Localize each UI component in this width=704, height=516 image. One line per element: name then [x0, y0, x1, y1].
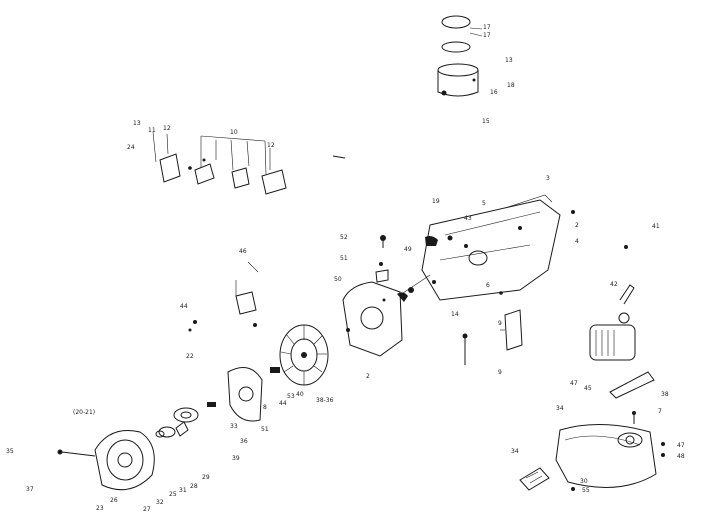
part-label: 46 — [239, 248, 247, 255]
starter-housing — [94, 430, 155, 491]
air-filter-cover — [500, 309, 523, 351]
part-label: 44 — [180, 303, 188, 310]
part-label: 15 — [482, 118, 490, 125]
part-label: 18 — [507, 82, 515, 89]
part-label: 26 — [110, 497, 118, 504]
ignition-module — [188, 261, 259, 332]
part-label: 2 — [366, 373, 370, 380]
piston-ring-top — [441, 15, 471, 53]
part-label: 43 — [464, 215, 472, 222]
part-label: 51 — [261, 426, 269, 433]
part-label: (20-21) — [73, 409, 95, 416]
part-label: 44 — [279, 400, 287, 407]
recoil-pawls — [175, 402, 216, 437]
muffler-bracket — [609, 371, 655, 399]
part-label: 13 — [505, 57, 513, 64]
part-label: 36 — [240, 438, 248, 445]
part-label: 45 — [584, 385, 592, 392]
part-label: 17 — [483, 32, 491, 39]
cylinder-muffler — [589, 284, 636, 361]
part-label: 33 — [230, 423, 238, 430]
part-label: 22 — [186, 353, 194, 360]
part-label: 12 — [267, 142, 275, 149]
part-label: 38-36 — [316, 397, 334, 404]
fuel-tank — [555, 424, 657, 488]
part-label: 38 — [661, 391, 669, 398]
reed-valve-assembly — [152, 131, 287, 195]
part-label: 42 — [610, 281, 618, 288]
part-label: 34 — [511, 448, 519, 455]
part-label: 39 — [232, 455, 240, 462]
part-label: 3 — [546, 175, 550, 182]
part-label: 47 — [677, 442, 685, 449]
part-label: 41 — [652, 223, 660, 230]
part-label: 12 — [163, 125, 171, 132]
flywheel — [279, 324, 329, 386]
part-label: 34 — [556, 405, 564, 412]
part-label: 32 — [156, 499, 164, 506]
part-label: 37 — [26, 486, 34, 493]
piston — [437, 63, 479, 97]
part-label: 10 — [230, 129, 238, 136]
part-label: 52 — [340, 234, 348, 241]
part-label: 23 — [96, 505, 104, 512]
part-label: 6 — [486, 282, 490, 289]
part-labels: 17 17 13 18 16 15 13 11 12 10 12 24 3 19… — [6, 24, 685, 513]
part-label: 19 — [432, 198, 440, 205]
part-label: 9 — [498, 320, 502, 327]
starter-handle — [57, 449, 96, 457]
part-label: 11 — [148, 127, 156, 134]
part-label: 5 — [482, 200, 486, 207]
part-label: 4 — [575, 238, 579, 245]
part-label: 47 — [570, 380, 578, 387]
part-label: 28 — [190, 483, 198, 490]
starter-pulley — [173, 407, 199, 423]
part-label: 2 — [575, 222, 579, 229]
part-label: 13 — [133, 120, 141, 127]
starter-spring — [155, 426, 176, 438]
part-label: 30 — [580, 478, 588, 485]
part-label: 8 — [263, 404, 267, 411]
part-label: 35 — [6, 448, 14, 455]
crankcase-gasket — [342, 281, 403, 357]
part-label: 49 — [404, 246, 412, 253]
part-label: 53 — [287, 393, 295, 400]
part-label: 50 — [334, 276, 342, 283]
part-label: 55 — [582, 487, 590, 494]
part-label: 51 — [340, 255, 348, 262]
part-label: 14 — [451, 311, 459, 318]
part-label: 16 — [490, 89, 498, 96]
part-label: 40 — [296, 391, 304, 398]
part-label: 48 — [677, 453, 685, 460]
part-label: 24 — [127, 144, 135, 151]
starter-cover — [227, 367, 263, 422]
part-label: 31 — [179, 487, 187, 494]
part-label: 27 — [143, 506, 151, 513]
fuel-line — [519, 467, 550, 491]
crankcase — [408, 194, 561, 301]
part-label: 9 — [498, 369, 502, 376]
part-label: 17 — [483, 24, 491, 31]
flywheel-nut — [270, 367, 280, 373]
part-label: 29 — [202, 474, 210, 481]
part-label: 25 — [169, 491, 177, 498]
part-label: 7 — [658, 408, 662, 415]
